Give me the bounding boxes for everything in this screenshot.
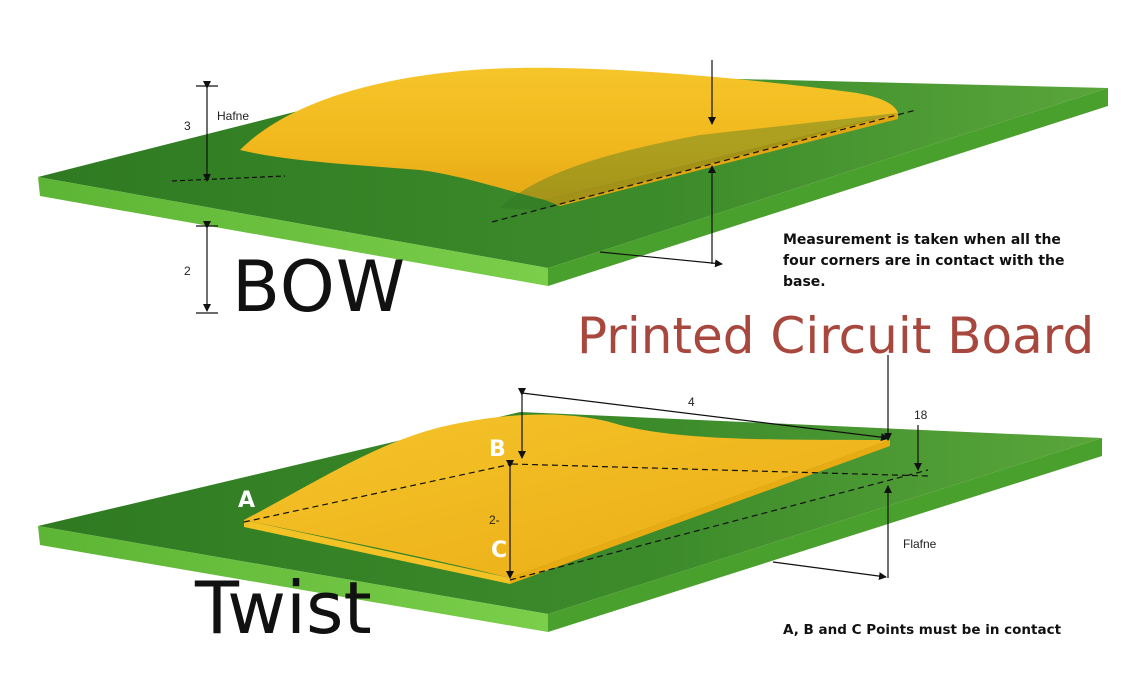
- twist-point-a: A: [238, 488, 256, 513]
- twist-copper-edge: [244, 520, 510, 584]
- twist-copper-shape: [244, 414, 890, 578]
- bow-board-front-side: [38, 177, 548, 286]
- twist-dimension-4-label: 4: [688, 395, 695, 409]
- twist-contact-note: A, B and C Points must be in contact: [783, 622, 1062, 638]
- bow-dimensions: [171, 60, 917, 314]
- bow-dimension-3-label: 3: [184, 119, 191, 133]
- bow-height-label: Hafne: [217, 109, 250, 123]
- bow-copper-shadow: [500, 113, 898, 210]
- twist-copper: [244, 414, 890, 584]
- bow-copper: [240, 67, 898, 210]
- pcb-title: Printed Circuit Board: [577, 307, 1095, 365]
- twist-point-c: C: [491, 538, 508, 563]
- twist-board-right-side: [548, 438, 1102, 632]
- twist-dimension-2-label: 2-: [489, 513, 500, 527]
- twist-board-front-side: [38, 526, 548, 632]
- twist-dimension-18-label: 18: [914, 408, 928, 422]
- twist-dimensions: [243, 355, 929, 581]
- bow-board-right-side: [548, 88, 1108, 286]
- twist-point-b: B: [489, 437, 506, 462]
- bow-dimension-2-label: 2: [184, 264, 191, 278]
- bow-title: BOW: [232, 246, 407, 328]
- bow-copper-shape: [240, 67, 898, 200]
- twist-title: Twist: [195, 566, 372, 650]
- bow-measurement-note: Measurement is taken when all the four c…: [783, 232, 1065, 290]
- twist-flat-label: Flafne: [903, 537, 937, 551]
- bow-copper-edge: [545, 113, 898, 206]
- twist-copper-edge-right: [510, 440, 890, 584]
